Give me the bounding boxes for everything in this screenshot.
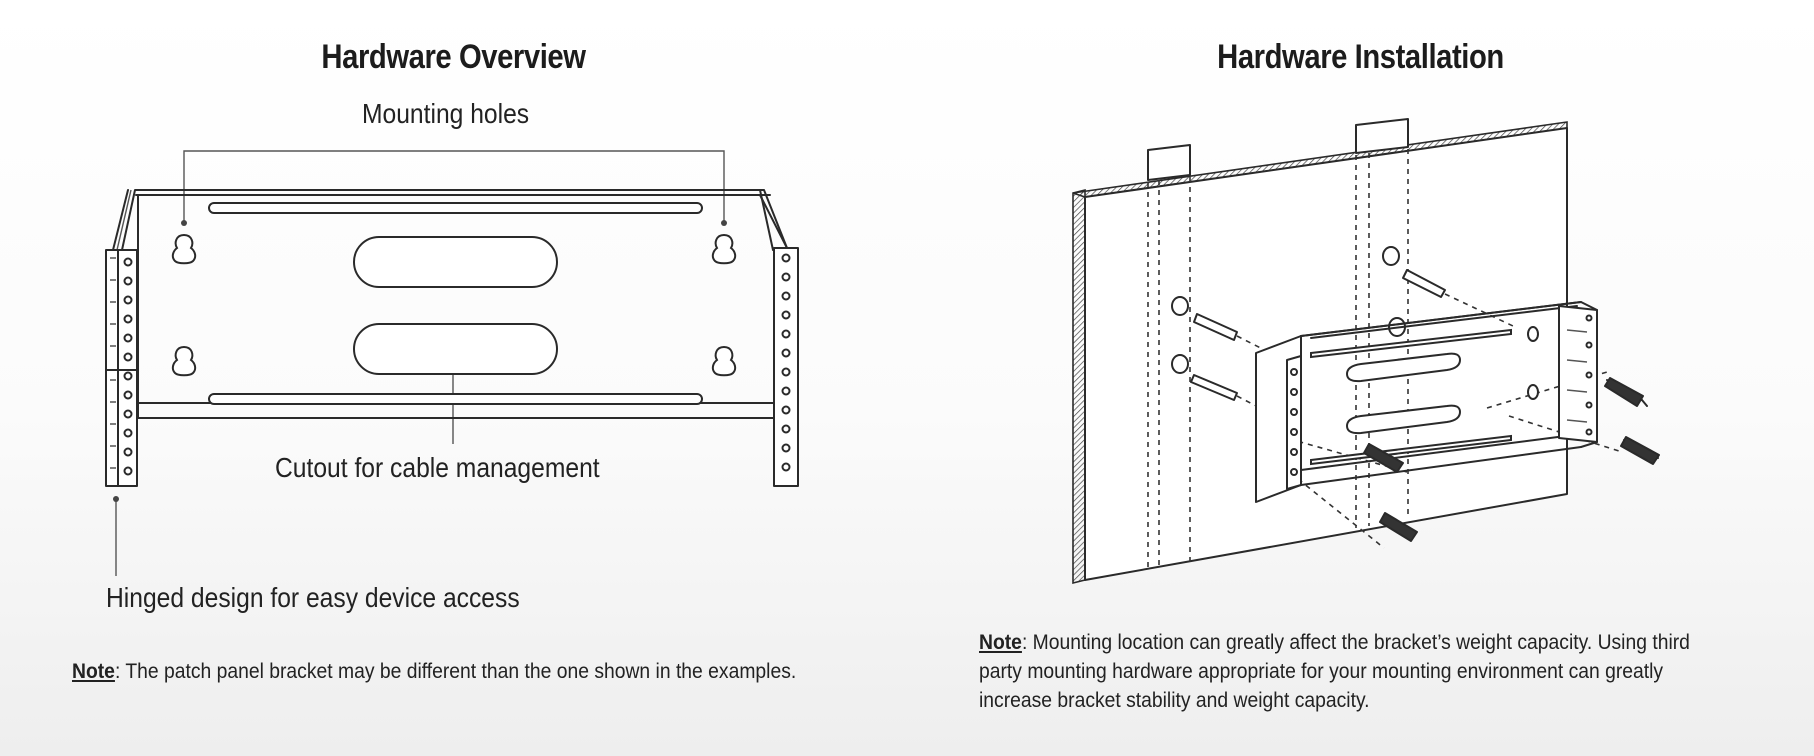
overview-note-text: : The patch panel bracket may be differe… [114, 660, 797, 683]
screw-icon [1363, 377, 1660, 542]
overview-note: Note: The patch panel bracket may be dif… [72, 657, 826, 686]
installation-note: Note: Mounting location can greatly affe… [979, 628, 1715, 715]
wall-installation-illustration [1072, 118, 1660, 585]
hinged-design-label: Hinged design for easy device access [106, 582, 520, 613]
hardware-overview-panel: Hardware Overview Mounting holes Cutout … [72, 38, 826, 686]
hardware-installation-title: Hardware Installation [1217, 38, 1504, 76]
overview-note-label: Note [72, 660, 115, 683]
wall-anchor-icon [1190, 269, 1446, 401]
cutout-label: Cutout for cable management [275, 452, 600, 483]
bracket-illustration [105, 150, 799, 576]
hardware-installation-panel: Hardware Installation [907, 0, 1814, 756]
hardware-overview-title: Hardware Overview [321, 38, 586, 76]
mounting-holes-label: Mounting holes [362, 98, 530, 129]
installation-note-text: : Mounting location can greatly affect t… [979, 631, 1690, 712]
installation-note-label: Note [979, 631, 1022, 654]
